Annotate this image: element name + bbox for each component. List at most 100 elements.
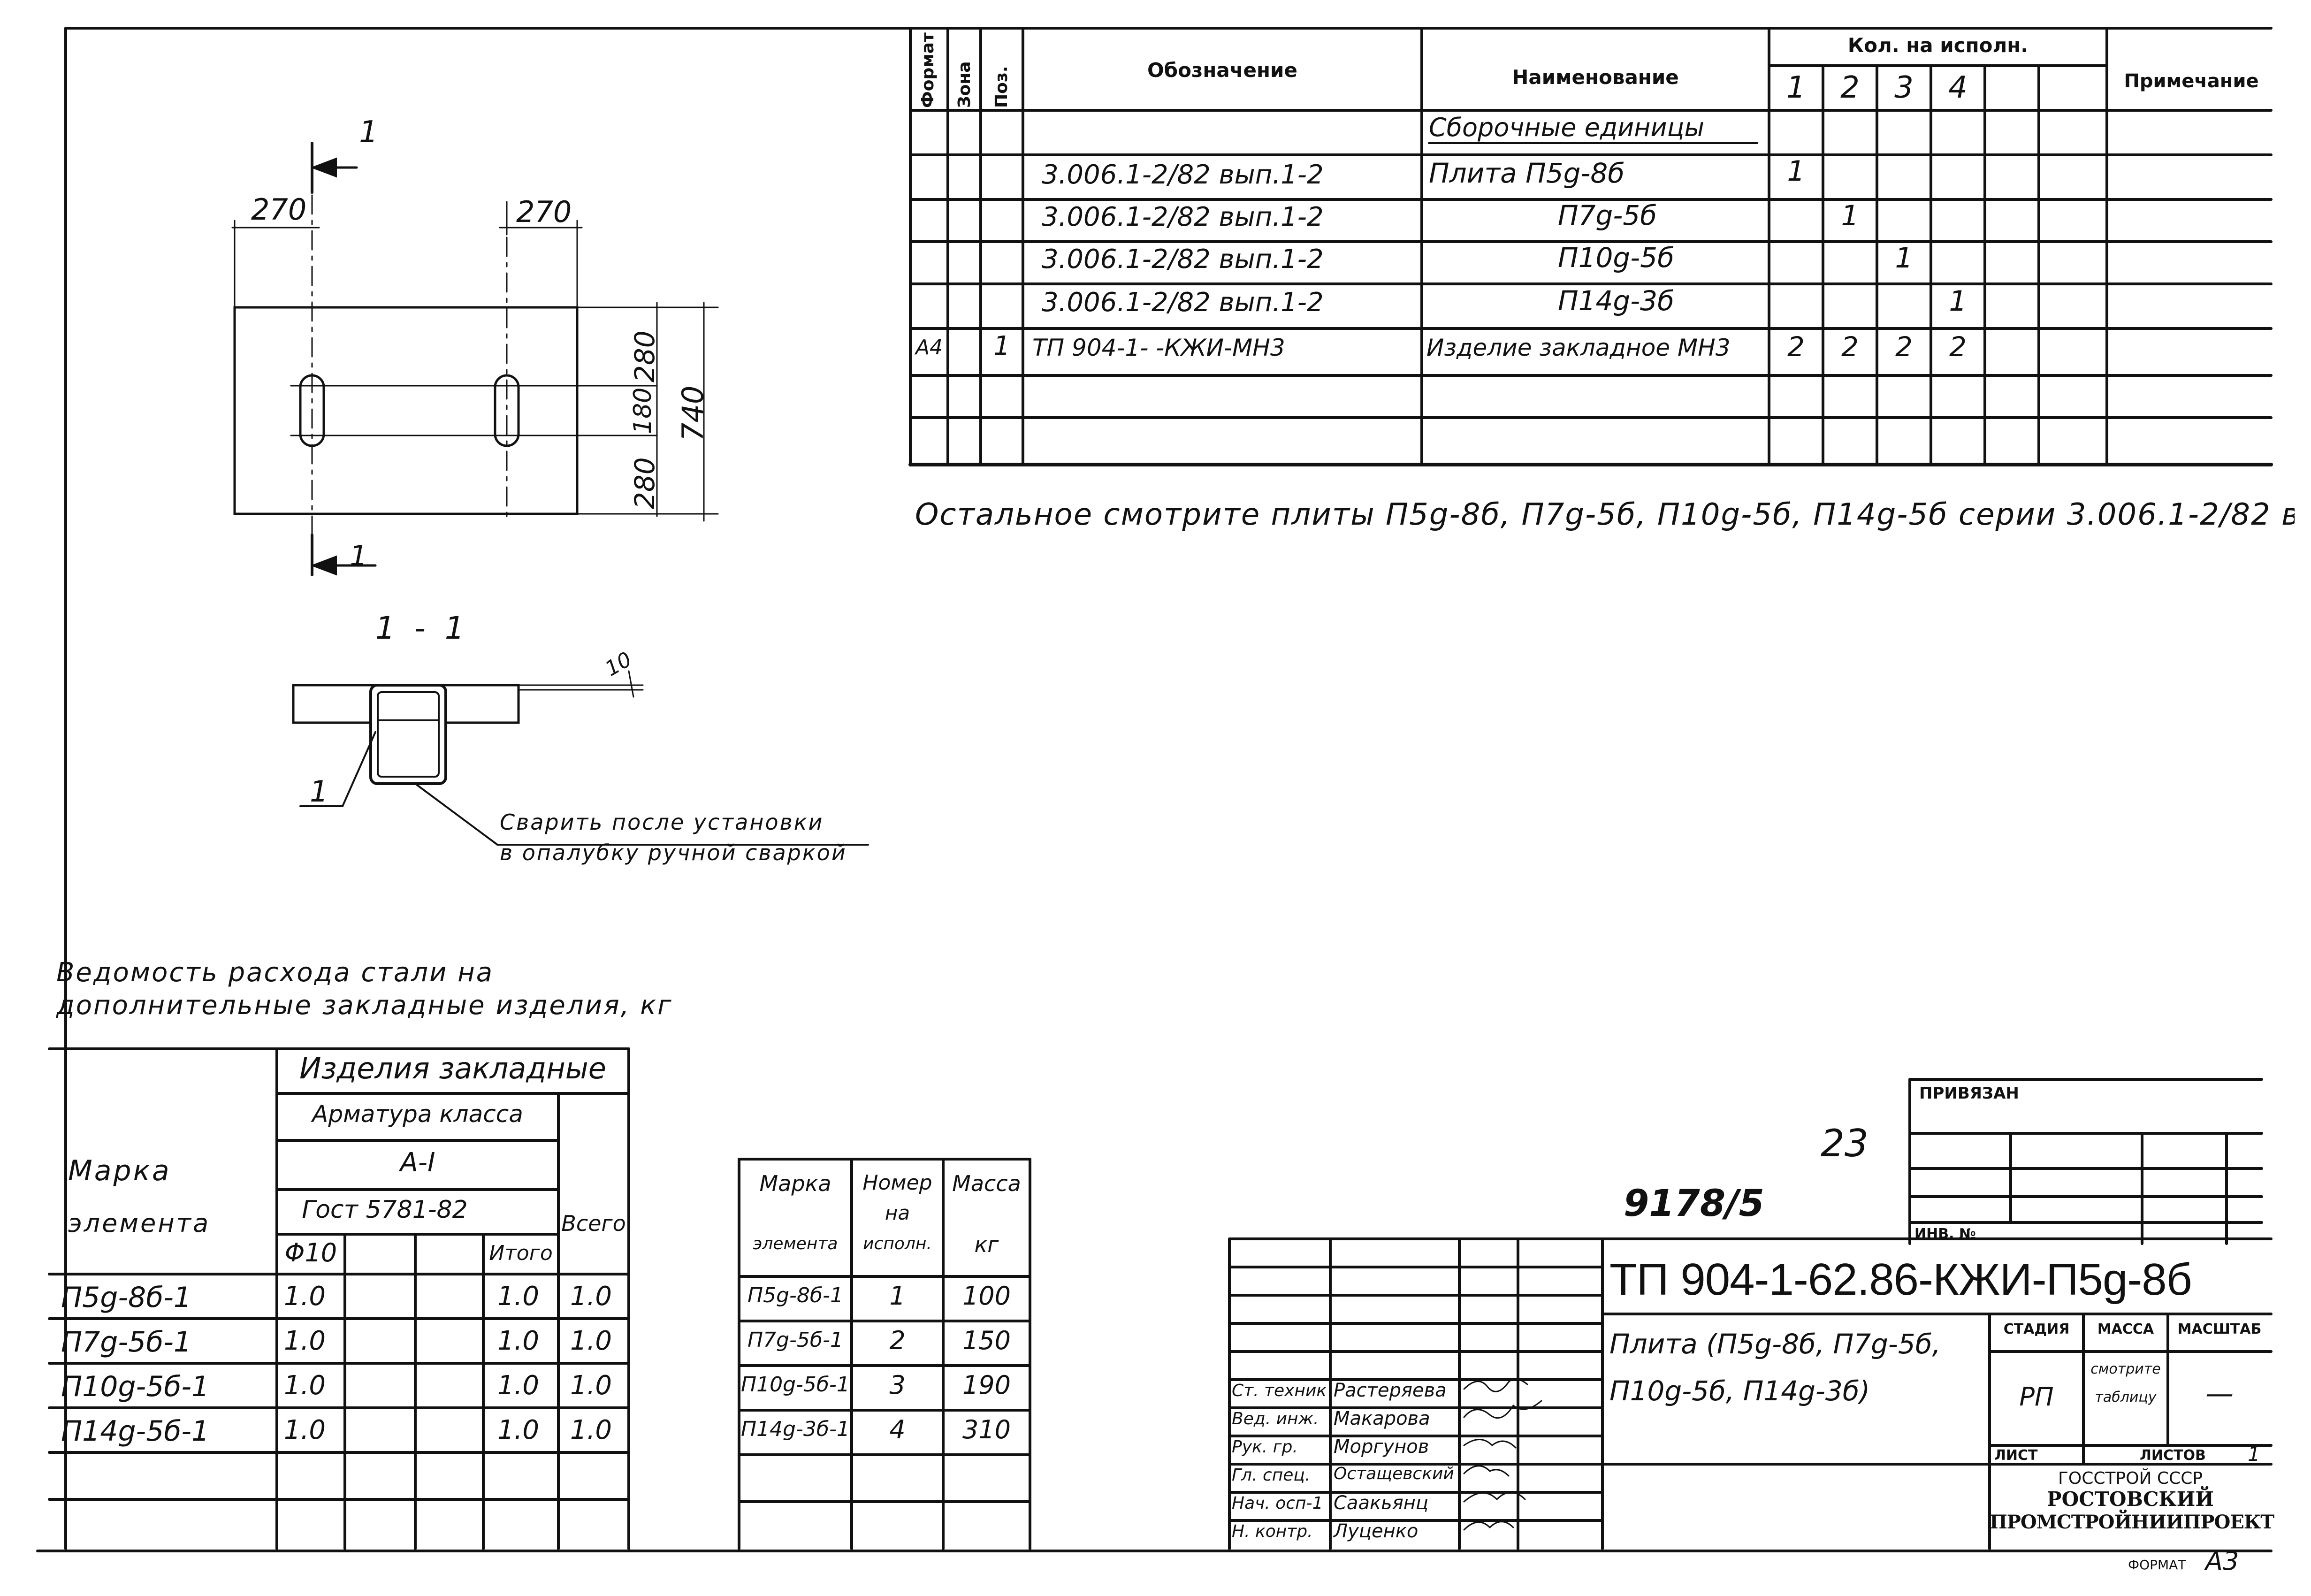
spec-variant-1: 1 [1786,70,1806,105]
steel-row-3-itogo: 1.0 [497,1370,540,1401]
section-title: 1 - 1 [375,610,469,646]
plan-dim-740: 740 [676,385,710,441]
person-5: Саакьянц [1334,1492,1429,1514]
spec-variant-4: 4 [1948,70,1968,105]
steel-header-mark2: элемента [68,1208,211,1238]
sheet-header: ЛИСТ [1994,1447,2038,1464]
steel-row-4-total: 1.0 [570,1415,612,1445]
steel-header-class: А-I [400,1147,435,1178]
title-block-grid [1228,1237,2273,1550]
section-view [292,670,869,846]
mass-row-4-num: 4 [889,1415,906,1444]
privyazan-label: ПРИВЯЗАН [1919,1084,2019,1103]
steel-header-group: Изделия закладные [299,1051,606,1085]
mass-value-line1: смотрите [2090,1361,2161,1377]
scale-value: — [2205,1377,2234,1410]
org-line1: ГОССТРОЙ СССР [2058,1469,2203,1488]
privyazan-grid [1908,1078,2263,1245]
spec-row-5-name: Изделие закладное МН3 [1426,334,1731,361]
mass-table-grid [738,1158,1031,1550]
spec-section-title: Сборочные единицы [1429,113,1705,142]
mass-header-num2: на [885,1201,910,1224]
format-value: А3 [2205,1546,2239,1576]
role-1: Ст. техник [1232,1381,1327,1400]
steel-row-2-itogo: 1.0 [497,1326,540,1356]
mass-header: МАССА [2097,1321,2154,1337]
drawing-title-line2: П10g-5б, П14g-3б) [1609,1375,1870,1407]
role-2: Вед. инж. [1232,1409,1319,1428]
steel-header-total: Всего [561,1211,626,1236]
mass-header-mass2: кг [974,1232,999,1257]
steel-row-2-total: 1.0 [570,1326,612,1356]
steel-row-4-mark: П14g-5б-1 [61,1415,210,1448]
steel-row-1-mark: П5g-8б-1 [61,1281,192,1314]
spec-variant-3: 3 [1894,70,1914,105]
drawing-code: ТП 904-1-62.86-КЖИ-П5g-8б [1609,1254,2192,1305]
drawing-title-line1: Плита (П5g-8б, П7g-5б, [1609,1328,1941,1360]
spec-row-5-designation: ТП 904-1- -КЖИ-МН3 [1032,334,1285,361]
steel-header-rebar: Арматура класса [312,1100,523,1128]
spec-row-5-q3: 2 [1895,331,1913,363]
mass-row-4-mark: П14g-3б-1 [741,1417,850,1441]
mass-row-3-mark: П10g-5б-1 [741,1373,850,1397]
steel-row-3-mark: П10g-5б-1 [61,1370,210,1403]
plan-section-mark-top: 1 [359,115,378,150]
stage-value: РП [2019,1382,2054,1412]
spec-row-3-q3: 1 [1895,242,1913,275]
steel-row-4-itogo: 1.0 [497,1415,540,1445]
spec-header-zone: Зона [955,61,974,108]
document-number: 9178/5 [1624,1183,1764,1225]
steel-row-1-phi: 1.0 [284,1281,326,1312]
mass-value-line2: таблицу [2095,1389,2157,1405]
mass-header-num1: Номер [862,1171,932,1195]
steel-row-1-itogo: 1.0 [497,1281,540,1312]
steel-row-2-mark: П7g-5б-1 [61,1326,192,1359]
page-number: 23 [1821,1122,1869,1165]
section-pos-label: 1 [310,774,328,809]
spec-variant-2: 2 [1840,70,1860,105]
org-line2: РОСТОВСКИЙ [2047,1488,2214,1511]
mass-row-2-mass: 150 [962,1326,1011,1355]
person-2: Макарова [1334,1408,1430,1429]
mass-header-mass1: Масса [952,1171,1021,1196]
spec-row-5-q1: 2 [1787,331,1805,363]
plan-dim-280-top: 280 [629,330,661,382]
spec-row-4-name: П14g-3б [1558,285,1674,317]
plan-dim-right: 270 [516,195,572,229]
steel-header-gost: Гост 5781-82 [302,1196,468,1224]
spec-row-5-q4: 2 [1949,331,1967,363]
plan-view [231,142,719,576]
mass-row-1-mass: 100 [962,1281,1011,1311]
spec-row-3-name: П10g-5б [1558,242,1674,274]
plan-dim-left: 270 [251,192,307,227]
spec-row-5-pos: 1 [993,331,1010,361]
plan-dim-280-bottom: 280 [629,457,661,509]
mass-header-mark1: Марка [759,1171,831,1196]
spec-table-grid [908,27,2273,466]
role-3: Рук. гр. [1232,1437,1298,1457]
steel-row-1-total: 1.0 [570,1281,612,1312]
steel-row-4-phi: 1.0 [284,1415,326,1445]
spec-row-1-q1: 1 [1787,155,1805,188]
plan-section-mark-bottom: 1 [350,540,368,573]
role-5: Нач. осп-1 [1232,1494,1323,1513]
note-text: Остальное смотрите плиты П5g-8б, П7g-5б,… [915,497,2295,532]
person-3: Моргунов [1334,1436,1429,1458]
stage-header: СТАДИЯ [2003,1321,2070,1337]
format-label: ФОРМАТ [2128,1557,2186,1573]
spec-header-note: Примечание [2124,70,2259,92]
role-4: Гл. спец. [1232,1466,1311,1485]
mass-row-1-num: 1 [889,1281,906,1311]
steel-row-3-total: 1.0 [570,1370,612,1401]
weld-note-line1: Сварить после установки [500,809,824,835]
weld-note-line2: в опалубку ручной сваркой [500,840,847,865]
sheets-header: ЛИСТОВ [2140,1447,2206,1464]
spec-row-1-designation: 3.006.1-2/82 вып.1-2 [1042,160,1324,190]
spec-row-2-q2: 1 [1841,199,1859,232]
steel-title-line1: Ведомость расхода стали на [56,957,494,988]
spec-row-5-q2: 2 [1841,331,1859,363]
mass-row-2-num: 2 [889,1326,906,1355]
steel-table-grid [48,1047,630,1550]
mass-header-mark2: элемента [753,1234,838,1253]
